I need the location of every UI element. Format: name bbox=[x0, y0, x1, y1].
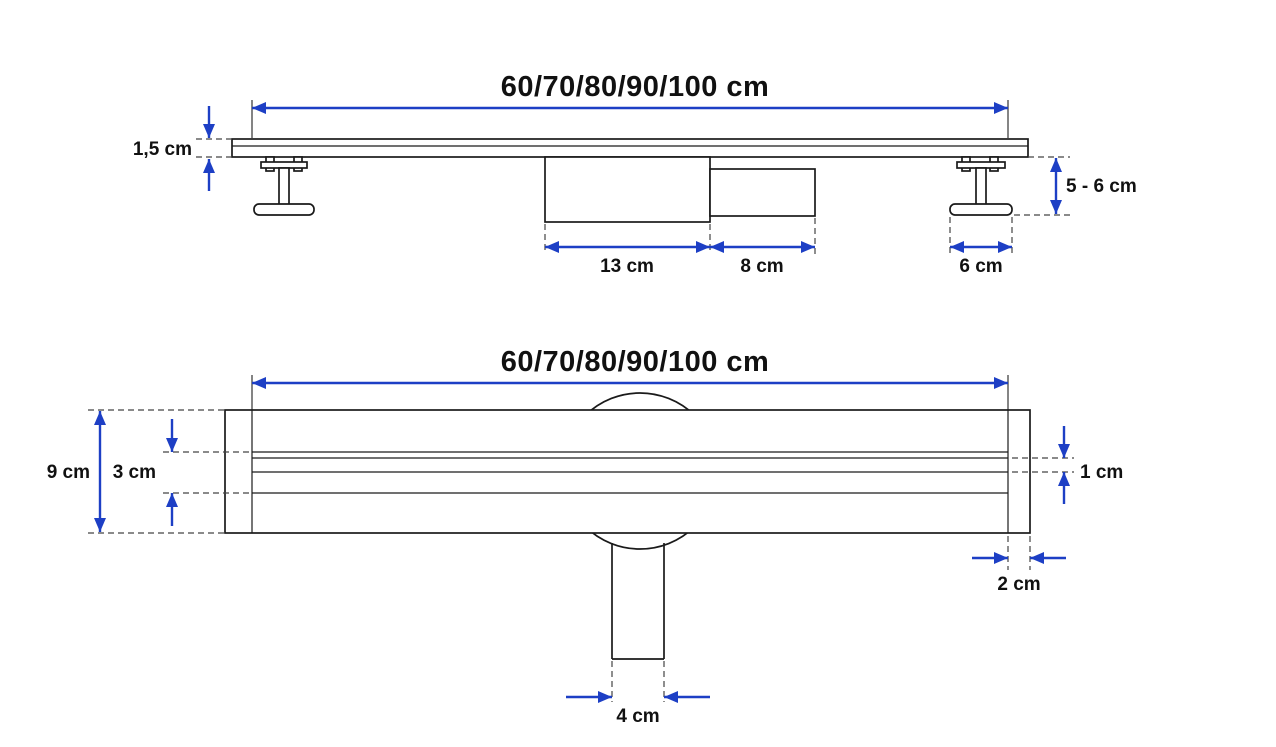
trap-length-label: 13 cm bbox=[600, 256, 654, 277]
left-foot bbox=[253, 156, 315, 216]
install-height-label: 5 - 6 cm bbox=[1066, 176, 1137, 197]
flange-offset-label: 2 cm bbox=[997, 574, 1040, 595]
foot-base bbox=[949, 203, 1013, 216]
slot-width-label: 1 cm bbox=[1080, 462, 1123, 483]
foot-base bbox=[253, 203, 315, 216]
foot-rod bbox=[278, 167, 290, 206]
siphon-outlet bbox=[709, 168, 816, 217]
plan-length-label: 60/70/80/90/100 cm bbox=[501, 346, 770, 378]
plan-view: 60/70/80/90/100 cm 9 cm 3 cm 1 cm bbox=[47, 346, 1124, 727]
foot-bracket bbox=[260, 161, 308, 169]
right-foot bbox=[949, 156, 1013, 216]
foot-rod bbox=[975, 167, 987, 206]
channel-profile bbox=[231, 138, 1029, 158]
grate-height-label: 1,5 cm bbox=[133, 139, 192, 160]
body-width-label: 9 cm bbox=[47, 462, 90, 483]
outlet-length-label: 8 cm bbox=[740, 256, 783, 277]
foot-bracket bbox=[956, 161, 1006, 169]
siphon-body bbox=[544, 156, 711, 223]
foot-width-label: 6 cm bbox=[959, 256, 1002, 277]
pipe-diameter-label: 4 cm bbox=[616, 706, 659, 727]
grate-width-label: 3 cm bbox=[113, 462, 156, 483]
side-length-label: 60/70/80/90/100 cm bbox=[501, 71, 770, 103]
side-view: 60/70/80/90/100 cm 1,5 cm bbox=[133, 71, 1137, 277]
